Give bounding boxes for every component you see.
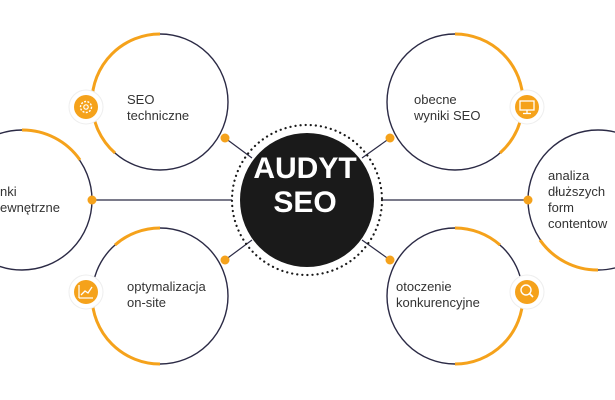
center-dotted-ring (230, 123, 384, 277)
label-line: otoczenie (396, 279, 452, 294)
label-line: nki (0, 184, 17, 199)
node-linki-label: nki ewnętrzne (0, 184, 60, 216)
center-title-line2: SEO (273, 186, 337, 219)
connector-dot (385, 255, 395, 265)
connector-dot (523, 195, 533, 205)
node-obecne-wyniki-label: obecne wyniki SEO (414, 92, 480, 124)
label-line: optymalizacja (127, 279, 206, 294)
node-optymalizacja-label: optymalizacja on-site (127, 279, 206, 311)
monitor-icon (509, 89, 545, 125)
node-otoczenie-label: otoczenie konkurencyjne (396, 279, 480, 311)
connector-bottom-right (361, 239, 391, 261)
connector-top-left (224, 137, 253, 159)
label-line: ewnętrzne (0, 200, 60, 215)
connector-top-right (361, 137, 391, 159)
connector-dot (87, 195, 97, 205)
node-analiza-label: analiza dłuższych form contentow (548, 168, 607, 232)
center-title: AUDYT SEO (240, 152, 370, 220)
center-title-line1: AUDYT (253, 152, 357, 185)
chart-icon (68, 274, 104, 310)
label-line: form (548, 200, 574, 215)
label-line: analiza (548, 168, 590, 183)
label-line: konkurencyjne (396, 295, 480, 310)
label-line: on-site (127, 295, 167, 310)
connector-bottom-left (224, 239, 253, 261)
label-line: contentow (548, 216, 608, 231)
connector-dot (220, 255, 230, 265)
label-line: wyniki SEO (414, 108, 481, 123)
center-disc (240, 133, 374, 267)
label-line: dłuższych (548, 184, 606, 199)
label-line: techniczne (127, 108, 190, 123)
connector-dot (220, 133, 230, 143)
node-seo-techniczne-label: SEO techniczne (127, 92, 189, 124)
gear-icon (68, 89, 104, 125)
connector-dot (385, 133, 395, 143)
magnifier-icon (509, 274, 545, 310)
label-line: SEO (127, 92, 155, 107)
label-line: obecne (414, 92, 457, 107)
